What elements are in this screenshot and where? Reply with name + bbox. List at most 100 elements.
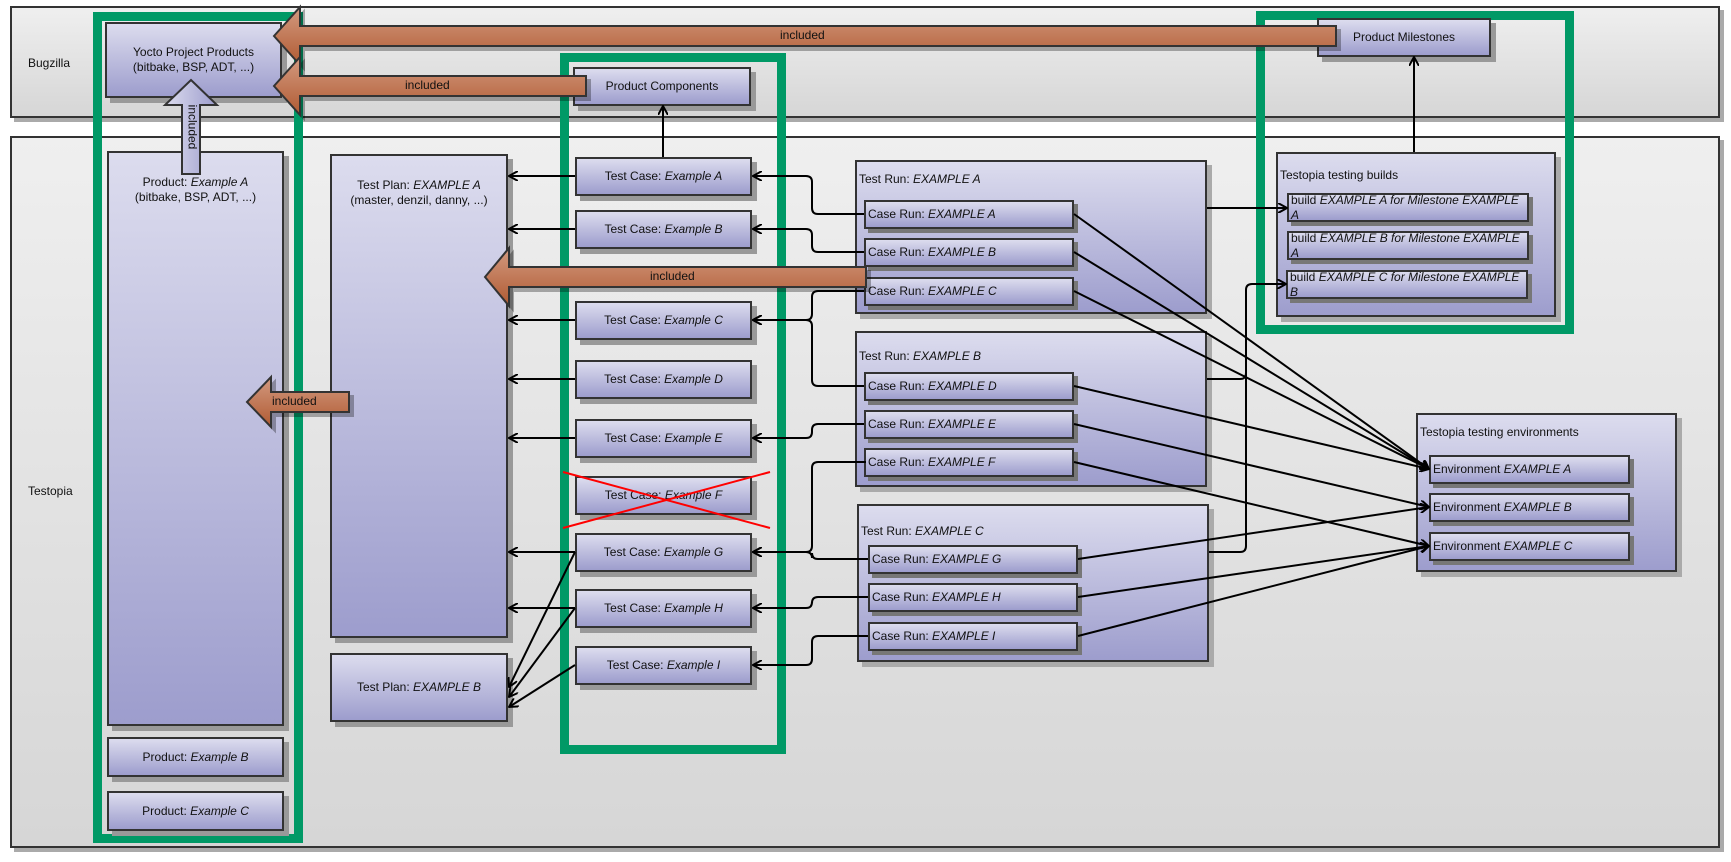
test-case-name: Example G <box>663 545 724 559</box>
test-case-example-f[interactable]: Test Case: Example F <box>575 476 752 515</box>
product-name: Example C <box>190 803 249 818</box>
test-case-prefix: Test Case: <box>604 222 665 236</box>
case-run-name: EXAMPLE H <box>932 590 1001 604</box>
case-run-example-f[interactable]: Case Run: EXAMPLE F <box>864 448 1074 477</box>
test-plan-detail: (master, denzil, danny, ...) <box>350 193 488 207</box>
case-run-prefix: Case Run: <box>872 590 933 604</box>
test-case-prefix: Test Case: <box>604 372 665 386</box>
included-label: included <box>272 394 317 408</box>
product-name: Example A <box>190 175 249 189</box>
build-name: EXAMPLE C for Milestone EXAMPLE B <box>1290 269 1520 299</box>
test-case-prefix: Test Case: <box>606 658 667 672</box>
test-plan-name: EXAMPLE A <box>413 178 481 192</box>
case-run-prefix: Case Run: <box>868 379 929 393</box>
case-run-prefix: Case Run: <box>868 245 929 259</box>
case-run-name: EXAMPLE F <box>928 455 996 469</box>
product-prefix: Product: <box>142 749 191 764</box>
included-label: included <box>780 28 825 42</box>
test-run-prefix: Test Run: <box>861 524 916 538</box>
product-components-label: Product Components <box>605 79 719 93</box>
test-case-example-i[interactable]: Test Case: Example I <box>575 646 752 685</box>
case-run-name: EXAMPLE A <box>928 207 996 221</box>
environment-prefix: Environment <box>1433 500 1504 514</box>
product-example-b[interactable]: Product: Example B <box>107 737 284 777</box>
case-run-example-b[interactable]: Case Run: EXAMPLE B <box>864 238 1074 267</box>
case-run-name: EXAMPLE G <box>932 552 1002 566</box>
product-components-node[interactable]: Product Components <box>573 67 751 106</box>
environment-name: EXAMPLE C <box>1503 539 1573 553</box>
product-prefix: Product: <box>142 175 191 189</box>
environment-item[interactable]: Environment EXAMPLE A <box>1429 455 1630 484</box>
case-run-prefix: Case Run: <box>868 417 929 431</box>
product-milestones-label: Product Milestones <box>1352 30 1456 44</box>
case-run-prefix: Case Run: <box>868 455 929 469</box>
test-case-name: Example E <box>664 431 723 445</box>
test-case-name: Example I <box>666 658 721 672</box>
included-label-vertical: included <box>185 104 200 150</box>
build-prefix: build <box>1291 192 1320 207</box>
yocto-products-detail: (bitbake, BSP, ADT, ...) <box>132 60 255 74</box>
included-label: included <box>405 78 450 92</box>
test-run-name: EXAMPLE C <box>915 524 984 538</box>
build-name: EXAMPLE B for Milestone EXAMPLE A <box>1291 230 1520 260</box>
environment-name: EXAMPLE B <box>1503 500 1572 514</box>
test-case-name: Example C <box>664 313 723 327</box>
test-plan-prefix: Test Plan: <box>357 178 414 192</box>
included-label: included <box>650 269 695 283</box>
environment-name: EXAMPLE A <box>1503 462 1572 476</box>
test-case-prefix: Test Case: <box>603 545 664 559</box>
test-run-prefix: Test Run: <box>859 172 914 186</box>
test-case-example-h[interactable]: Test Case: Example H <box>575 589 752 628</box>
testing-builds-title: Testopia testing builds <box>1280 168 1399 182</box>
test-case-name: Example F <box>664 488 723 502</box>
build-item[interactable]: build EXAMPLE A for Milestone EXAMPLE A <box>1287 193 1529 222</box>
test-case-example-b[interactable]: Test Case: Example B <box>575 210 752 249</box>
test-case-example-g[interactable]: Test Case: Example G <box>575 533 752 572</box>
test-case-prefix: Test Case: <box>604 313 665 327</box>
product-detail: (bitbake, BSP, ADT, ...) <box>134 190 257 204</box>
product-prefix: Product: <box>142 803 191 818</box>
testopia-lane-label: Testopia <box>28 484 73 498</box>
case-run-example-c[interactable]: Case Run: EXAMPLE C <box>864 277 1074 306</box>
test-case-name: Example D <box>664 372 723 386</box>
test-case-name: Example A <box>664 169 723 183</box>
test-plan-example-a[interactable]: Test Plan: EXAMPLE A(master, denzil, dan… <box>330 154 508 638</box>
case-run-example-i[interactable]: Case Run: EXAMPLE I <box>868 622 1078 651</box>
test-case-prefix: Test Case: <box>604 431 665 445</box>
case-run-name: EXAMPLE I <box>932 629 996 643</box>
case-run-name: EXAMPLE E <box>928 417 997 431</box>
yocto-products-node[interactable]: Yocto Project Products(bitbake, BSP, ADT… <box>105 22 282 98</box>
test-case-prefix: Test Case: <box>604 169 665 183</box>
bugzilla-lane-label: Bugzilla <box>28 56 71 70</box>
test-plan-example-b[interactable]: Test Plan: EXAMPLE B <box>330 653 508 722</box>
environment-prefix: Environment <box>1433 539 1504 553</box>
case-run-example-h[interactable]: Case Run: EXAMPLE H <box>868 583 1078 612</box>
case-run-name: EXAMPLE D <box>928 379 997 393</box>
product-example-c[interactable]: Product: Example C <box>107 791 284 831</box>
case-run-example-a[interactable]: Case Run: EXAMPLE A <box>864 200 1074 229</box>
case-run-prefix: Case Run: <box>872 629 933 643</box>
test-case-example-c[interactable]: Test Case: Example C <box>575 301 752 340</box>
build-prefix: build <box>1290 269 1319 284</box>
case-run-example-e[interactable]: Case Run: EXAMPLE E <box>864 410 1074 439</box>
test-case-name: Example B <box>664 222 723 236</box>
environment-item[interactable]: Environment EXAMPLE B <box>1429 493 1630 522</box>
build-item[interactable]: build EXAMPLE C for Milestone EXAMPLE B <box>1286 270 1528 299</box>
build-name: EXAMPLE A for Milestone EXAMPLE A <box>1291 192 1519 222</box>
case-run-example-d[interactable]: Case Run: EXAMPLE D <box>864 372 1074 401</box>
product-example-a[interactable]: Product: Example A(bitbake, BSP, ADT, ..… <box>107 151 284 726</box>
test-case-example-e[interactable]: Test Case: Example E <box>575 419 752 458</box>
build-item[interactable]: build EXAMPLE B for Milestone EXAMPLE A <box>1287 231 1529 260</box>
case-run-prefix: Case Run: <box>868 207 929 221</box>
case-run-example-g[interactable]: Case Run: EXAMPLE G <box>868 545 1078 574</box>
product-name: Example B <box>190 749 249 764</box>
product-milestones-node[interactable]: Product Milestones <box>1317 18 1491 57</box>
environment-item[interactable]: Environment EXAMPLE C <box>1429 532 1630 561</box>
case-run-name: EXAMPLE B <box>928 245 997 259</box>
test-case-example-d[interactable]: Test Case: Example D <box>575 360 752 399</box>
test-case-prefix: Test Case: <box>604 488 665 502</box>
test-case-prefix: Test Case: <box>604 601 665 615</box>
test-case-example-a[interactable]: Test Case: Example A <box>575 157 752 196</box>
yocto-products-title: Yocto Project Products <box>133 45 254 59</box>
environment-prefix: Environment <box>1433 462 1504 476</box>
